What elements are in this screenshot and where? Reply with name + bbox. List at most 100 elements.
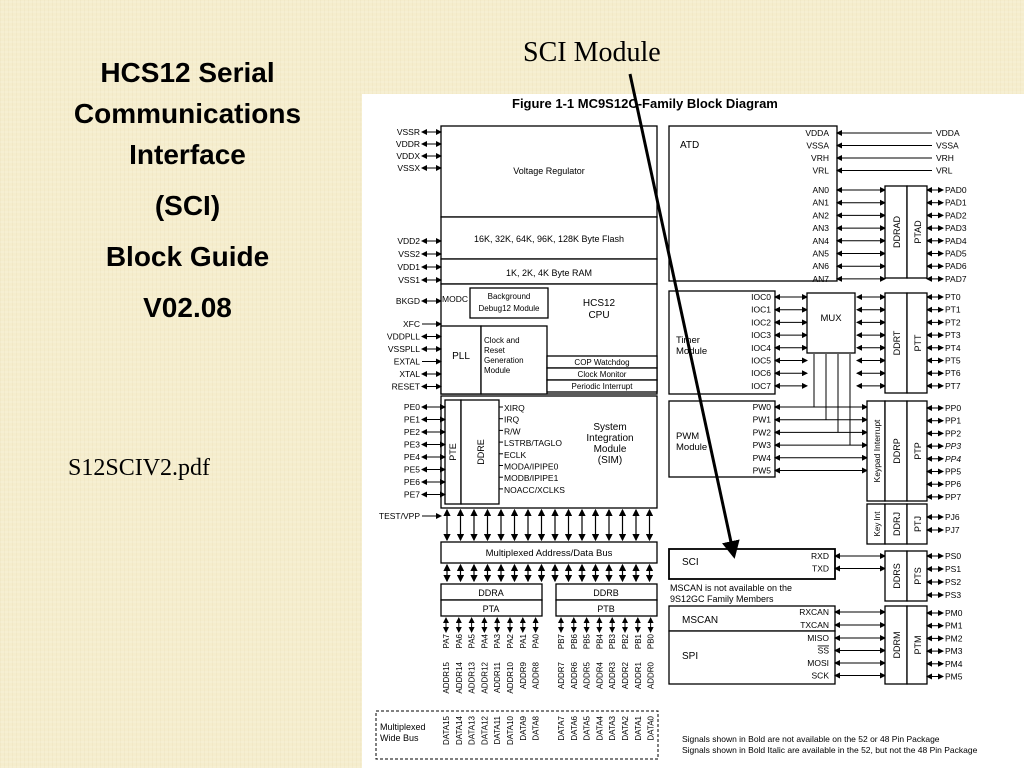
atd-label: ATD: [680, 140, 699, 151]
bdm-label: Background: [488, 292, 531, 301]
pb-pin-label: PB6: [570, 633, 579, 649]
pwm-label: Module: [676, 442, 707, 453]
mscan-note: MSCAN is not available on the: [670, 583, 792, 593]
mscan-label: MSCAN: [682, 615, 718, 626]
data-pin-label: DATA2: [621, 715, 630, 740]
sim-signal-label: R/W: [504, 426, 521, 436]
pe-pin-label: PE2: [404, 427, 420, 437]
block-diagram: Figure 1-1 MC9S12C-Family Block DiagramV…: [375, 73, 978, 760]
pp-pin-label: PP4: [945, 454, 961, 464]
atd-block: [668, 125, 838, 282]
an-pin-label: AN2: [812, 210, 829, 220]
addr-pin-label: ADDR0: [647, 661, 656, 689]
pta-label: PTA: [483, 604, 500, 614]
addr-pin-label: ADDR5: [583, 661, 592, 689]
pw-pin-label: PW4: [753, 453, 772, 463]
sim-label: Integration: [586, 433, 633, 444]
pw-pin-label: PW5: [753, 466, 772, 476]
timer-label: Module: [676, 346, 707, 357]
spi-pin-label: SCK: [812, 671, 830, 681]
pt-pin-label: PT3: [945, 330, 961, 340]
addr-pin-label: ADDR12: [480, 661, 489, 693]
crg-block: [480, 325, 548, 395]
pts-port: [906, 550, 928, 602]
data-pin-label: DATA0: [647, 715, 656, 740]
power-pin-label: VDD2: [397, 236, 420, 246]
addr-pin-label: ADDR14: [455, 661, 464, 693]
addr-pin-label: ADDR1: [634, 661, 643, 689]
ddre-label: DDRE: [476, 439, 486, 465]
an-pin-label: AN5: [812, 249, 829, 259]
power-pin-label: VDDR: [396, 139, 420, 149]
pa-pin-label: PA7: [442, 633, 451, 648]
pw-pin-label: PW0: [753, 402, 772, 412]
title-line: (SCI): [154, 190, 221, 221]
spi-pin-label: SS: [818, 646, 830, 656]
mux-block: [806, 292, 856, 354]
atd-ref-label: VRL: [812, 166, 829, 176]
pb-pin-label: PB1: [634, 633, 643, 649]
an-pin-label: AN4: [812, 236, 829, 246]
sim-label: System: [593, 422, 626, 433]
pad-pin-label: PAD0: [945, 185, 967, 195]
ioc-pin-label: IOC3: [751, 330, 771, 340]
sim-signal-label: ECLK: [504, 450, 527, 460]
pm-pin-label: PM2: [945, 633, 963, 643]
bkgd-pin-label: BKGD: [396, 296, 420, 306]
pad-pin-label: PAD6: [945, 261, 967, 271]
timer-block: [668, 290, 776, 395]
sci-label: SCI: [682, 557, 699, 568]
addr-pin-label: ADDR6: [570, 661, 579, 689]
ddrt-label: DDRT: [892, 330, 902, 355]
pe-pin-label: PE7: [404, 490, 420, 500]
data-pin-label: DATA6: [570, 715, 579, 740]
ptad-port: [906, 185, 928, 279]
pb-pin-label: PB5: [583, 633, 592, 649]
pa-pin-label: PA6: [455, 633, 464, 648]
pw-pin-label: PW2: [753, 427, 772, 437]
pe-pin-label: PE3: [404, 440, 420, 450]
sim-signal-label: MODA/IPIPE0: [504, 462, 559, 472]
sci-pin-label: TXD: [812, 564, 829, 574]
ioc-pin-label: IOC2: [751, 317, 771, 327]
data-pin-label: DATA15: [442, 715, 451, 745]
pm-pin-label: PM1: [945, 621, 963, 631]
pb-pin-label: PB4: [595, 633, 604, 649]
voltage-regulator-label: Voltage Regulator: [513, 166, 585, 176]
ddrp-label: DDRP: [892, 438, 902, 464]
pj-pin-label: PJ7: [945, 525, 960, 535]
sci-block: [668, 548, 836, 580]
periodic-interrupt-label: Periodic Interrupt: [572, 382, 634, 391]
sim-signal-label: NOACC/XCLKS: [504, 485, 565, 495]
footnote-line: Signals shown in Bold are not available …: [682, 734, 940, 744]
pt-pin-label: PT0: [945, 292, 961, 302]
ram-label: 1K, 2K, 4K Byte RAM: [506, 268, 592, 278]
data-pin-label: DATA8: [532, 715, 541, 740]
ioc-pin-label: IOC5: [751, 356, 771, 366]
sci-pointer-arrow: [628, 73, 740, 559]
cop-label: COP Watchdog: [574, 358, 629, 367]
data-pin-label: DATA11: [493, 715, 502, 744]
ps-pin-label: PS0: [945, 551, 961, 561]
pad-pin-label: PAD1: [945, 198, 967, 208]
atd-ref-out-label: VRH: [936, 153, 954, 163]
an-pin-label: AN7: [812, 274, 829, 284]
ptb-block: [555, 599, 658, 617]
ddrb-label: DDRB: [593, 588, 619, 598]
atd-ref-label: VDDA: [805, 128, 829, 138]
pe-pin-label: PE4: [404, 452, 420, 462]
sim-signal-label: XIRQ: [504, 403, 525, 413]
pdf-filename: S12SCIV2.pdf: [68, 455, 211, 481]
cpu-label: HCS12: [583, 298, 616, 309]
addr-pin-label: ADDR10: [506, 661, 515, 693]
ddrs-label: DDRS: [892, 563, 902, 589]
crg-label: Module: [484, 366, 511, 375]
pt-pin-label: PT1: [945, 305, 961, 315]
crg-label: Reset: [484, 346, 506, 355]
pt-pin-label: PT5: [945, 356, 961, 366]
ddrj-label: DDRJ: [892, 512, 902, 536]
slide-title-block: HCS12 Serial Communications Interface (S…: [20, 52, 355, 328]
pe-pin-label: PE5: [404, 465, 420, 475]
wide-bus-box: [375, 710, 659, 760]
ioc-pin-label: IOC7: [751, 381, 771, 391]
